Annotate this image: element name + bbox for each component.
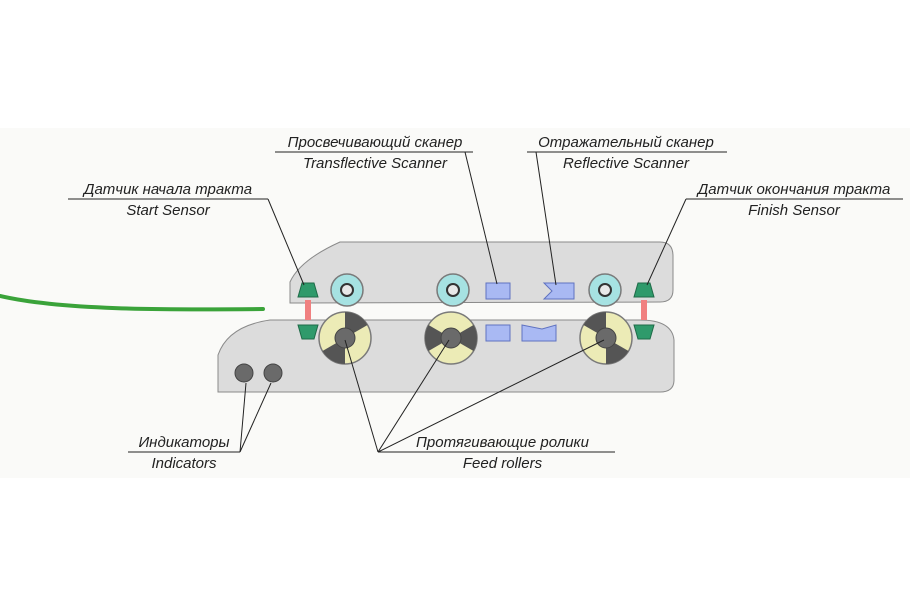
indicator-1: [234, 363, 254, 383]
start-sensor-label: Датчик начала тракта Start Sensor: [68, 179, 268, 221]
reflective-scanner-ru: Отражательный сканер: [538, 134, 714, 151]
reflective-scanner-top: [542, 282, 575, 300]
reflective-scanner-bottom: [521, 324, 557, 342]
feed-rollers-en: Feed rollers: [462, 455, 543, 472]
reflective-scanner-en: Reflective Scanner: [563, 155, 689, 172]
indicators-label: Индикаторы Indicators: [128, 432, 240, 474]
finish-sensor-ru: Датчик окончания тракта: [697, 181, 891, 198]
finish-sensor-label: Датчик окончания тракта Finish Sensor: [684, 179, 904, 221]
transmissive-scanner-ru: Просвечивающий сканер: [287, 134, 463, 151]
feed-roller-2: [424, 311, 478, 365]
leader-lines: [68, 151, 903, 453]
reflective-scanner-label: Отражательный сканер Reflective Scanner: [527, 132, 725, 174]
transmissive-scanner-bottom: [485, 324, 511, 342]
feed-roller-1: [318, 311, 372, 365]
transmissive-scanner-label: Просвечивающий сканер Transflective Scan…: [278, 132, 472, 174]
indicator-2: [263, 363, 283, 383]
document-path: [0, 294, 265, 312]
upper-housing: [289, 241, 674, 304]
upper-roller-2: [436, 273, 470, 307]
start-sensor-ru: Датчик начала тракта: [83, 181, 253, 198]
indicators-ru: Индикаторы: [138, 434, 230, 451]
start-sensor: [297, 282, 319, 340]
transmissive-scanner-en: Transflective Scanner: [303, 155, 447, 172]
finish-sensor-en: Finish Sensor: [748, 202, 840, 219]
feed-roller-3: [579, 311, 633, 365]
indicators-en: Indicators: [151, 455, 217, 472]
start-sensor-en: Start Sensor: [126, 202, 210, 219]
upper-roller-3: [588, 273, 622, 307]
transmissive-scanner-top: [485, 282, 511, 300]
finish-sensor: [633, 282, 655, 340]
feed-rollers-label: Протягивающие ролики Feed rollers: [400, 432, 605, 474]
feed-rollers-ru: Протягивающие ролики: [416, 434, 589, 451]
upper-roller-1: [330, 273, 364, 307]
